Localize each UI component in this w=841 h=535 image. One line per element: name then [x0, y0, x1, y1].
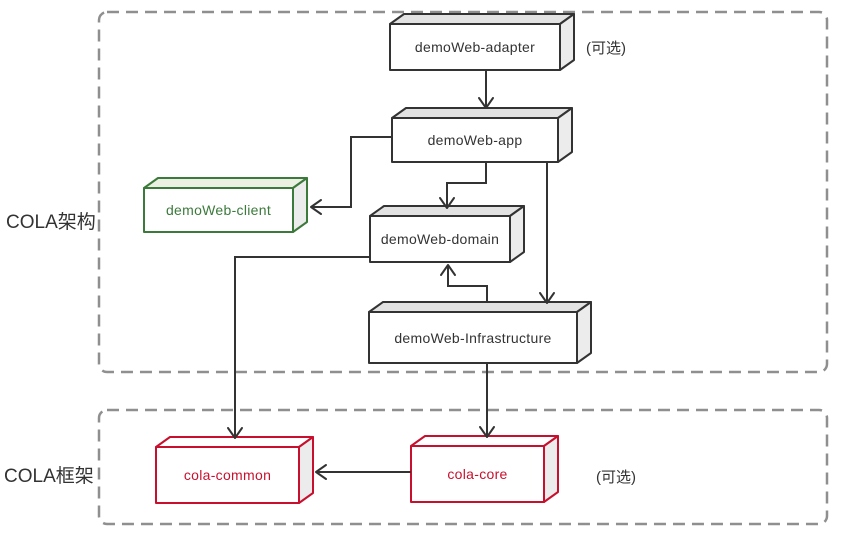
edge-app-to-client — [310, 136, 392, 215]
demoweb-domain-box — [369, 205, 525, 263]
edge-domain-to-cola-common — [227, 256, 370, 439]
annotation-optional-cola-core: (可选) — [596, 469, 636, 486]
cola-core-box — [410, 435, 559, 503]
demoweb-infrastructure-box — [368, 301, 592, 364]
demoweb-client-box — [143, 177, 308, 233]
annotation-optional-adapter: (可选) — [586, 40, 626, 57]
demoweb-adapter-box — [389, 13, 575, 71]
cola-arch-group-border — [97, 10, 829, 374]
edge-app-to-domain — [439, 162, 487, 209]
demoweb-app-box — [391, 107, 573, 163]
edge-infrastructure-to-domain — [440, 264, 488, 303]
group-label-cola-framework: COLA框架 — [4, 466, 94, 487]
group-label-cola-arch: COLA架构 — [6, 212, 96, 233]
cola-common-box — [155, 436, 314, 504]
